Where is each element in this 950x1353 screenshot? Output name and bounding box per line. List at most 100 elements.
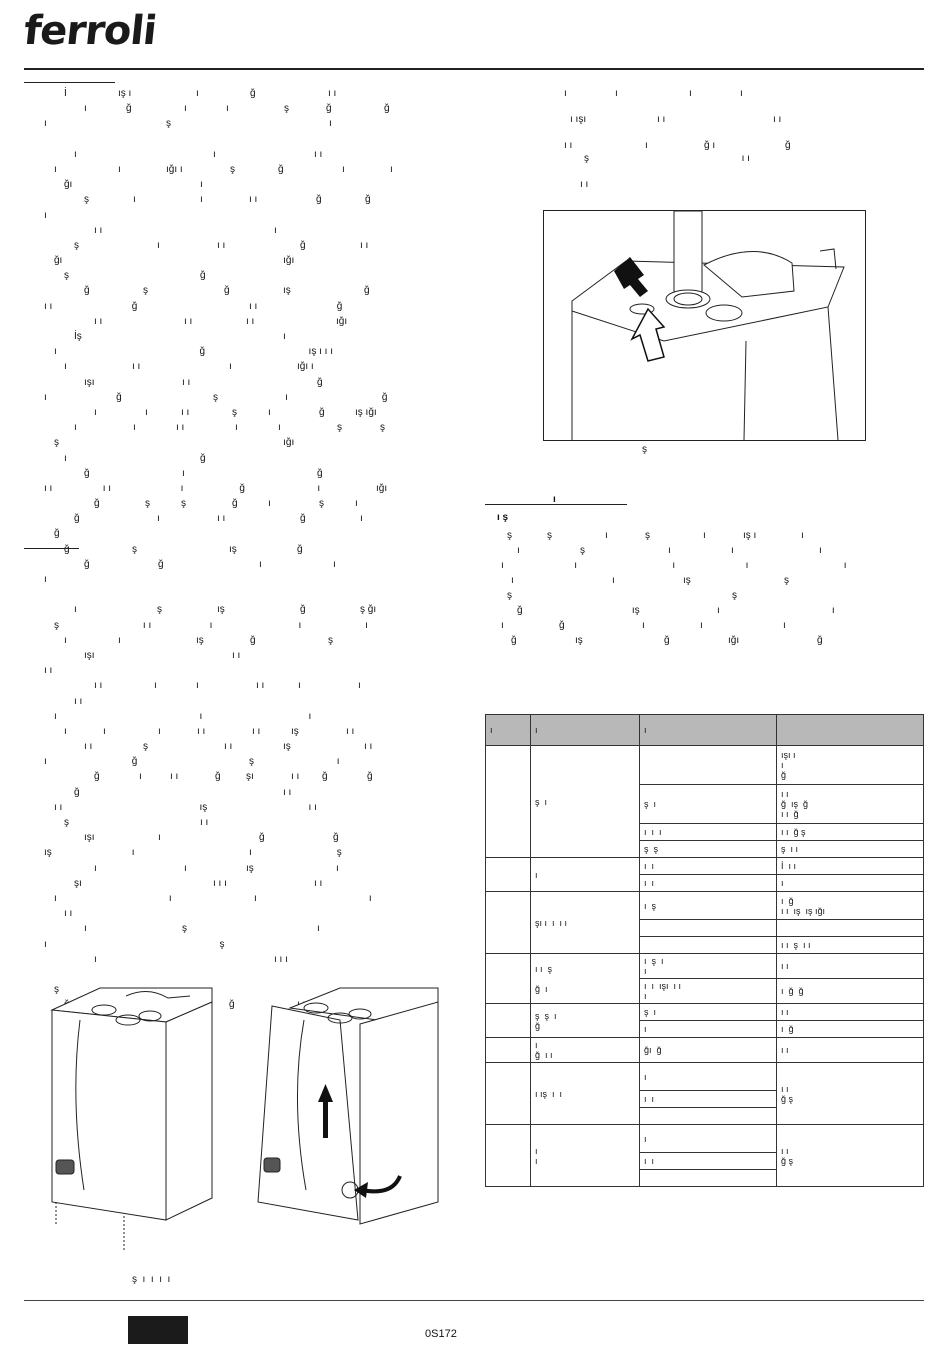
text-line	[560, 127, 860, 140]
fault-cause-cell: ı ı	[639, 1152, 777, 1170]
text-fragment: ışı	[84, 376, 95, 388]
text-fragment: ı	[44, 391, 47, 403]
text-fragment: ı	[336, 862, 339, 874]
text-fragment: ğ	[224, 285, 230, 297]
fault-cause-cell: ı ı	[639, 1090, 777, 1108]
text-fragment: ğ	[664, 635, 670, 646]
fault-code-cell	[485, 1124, 531, 1187]
text-fragment: ı	[44, 938, 47, 950]
fault-remedy-cell: ı	[776, 874, 924, 892]
text-fragment: ı ışı	[570, 114, 587, 125]
text-fragment: ğ	[319, 406, 325, 418]
text-fragment: ı	[133, 422, 136, 434]
text-fragment: ş	[784, 575, 789, 586]
fault-cause-cell: ı ş	[639, 891, 777, 920]
text-fragment: ı ı	[314, 877, 323, 889]
text-fragment: ış	[631, 605, 640, 616]
text-fragment: ı	[285, 391, 288, 403]
text-fragment: ı ı	[217, 239, 226, 251]
text-fragment: ğ	[785, 140, 791, 151]
text-fragment: ış ı	[743, 530, 757, 541]
text-fragment: ı	[259, 558, 262, 570]
text-fragment: ış	[291, 725, 299, 737]
text-fragment: ğ	[300, 513, 306, 525]
text-fragment: İ	[64, 88, 67, 99]
fault-description-cell: ş ş ı ğ	[530, 1003, 640, 1038]
text-fragment: ğ	[158, 558, 164, 570]
text-fragment: ğ	[200, 270, 206, 282]
text-fragment: ı	[158, 832, 161, 844]
text-fragment: ş	[584, 153, 589, 164]
text-fragment	[570, 166, 773, 179]
text-fragment: ş	[212, 391, 218, 403]
text-fragment: ı	[44, 756, 47, 768]
text-fragment: ğ	[259, 832, 265, 844]
ferroli-logo: ferroli	[21, 8, 159, 54]
fault-cause-cell	[639, 919, 777, 937]
fault-cause-cell: ı ı ı	[639, 823, 777, 841]
text-fragment: ı	[64, 725, 67, 737]
text-fragment	[94, 589, 454, 604]
text-fragment: ı ı	[44, 300, 53, 312]
fault-code-cell	[485, 857, 531, 892]
text-fragment: ı	[843, 560, 847, 571]
text-fragment: ı ı	[364, 741, 373, 753]
text-fragment: ğ	[239, 482, 245, 494]
text-fragment: ı	[358, 680, 361, 692]
text-line: ı	[24, 210, 454, 225]
fault-cause-cell: ı ı	[639, 857, 777, 875]
text-fragment: ı	[336, 756, 340, 768]
text-fragment: ı	[564, 88, 567, 99]
text-fragment: ı	[196, 88, 199, 99]
fault-remedy-cell: ı ı ğ ş	[776, 823, 924, 841]
fault-cause-cell: ı	[639, 1062, 777, 1091]
text-line: ı	[24, 574, 454, 589]
text-fragment: ı ı	[346, 725, 355, 737]
text-fragment: ş	[64, 270, 69, 282]
text-fragment: ğ	[74, 786, 80, 798]
text-fragment: ı ı	[94, 315, 103, 327]
text-fragment: ığı ı	[297, 361, 314, 373]
text-fragment: ğ	[94, 771, 100, 783]
text-fragment: ışı	[84, 832, 95, 844]
text-fragment: ış	[217, 604, 225, 616]
text-fragment: ı	[298, 680, 301, 692]
text-fragment: ış	[683, 575, 691, 586]
text-fragment: ş	[74, 239, 79, 251]
text-fragment: ı ı	[773, 114, 782, 125]
text-fragment: ş	[143, 285, 148, 297]
text-fragment: ı	[668, 545, 671, 556]
text-fragment: ı	[268, 406, 271, 418]
text-fragment: ı ı	[54, 801, 63, 813]
text-fragment: ı	[213, 148, 216, 160]
text-fragment: ı	[317, 482, 321, 494]
text-fragment: ı	[157, 513, 160, 525]
text-fragment: ı	[740, 88, 743, 99]
text-fragment: ğ	[215, 771, 221, 783]
text-fragment: ı	[254, 892, 257, 904]
fault-cause-cell: ğı ğ	[639, 1037, 777, 1063]
text-fragment: İş	[74, 331, 82, 342]
text-fragment: ığı	[283, 437, 295, 449]
text-fragment: ı	[274, 224, 277, 236]
text-fragment: ı	[44, 118, 47, 130]
col-header-cause: ı	[639, 714, 777, 746]
text-fragment: ı	[154, 680, 157, 692]
text-line: ş	[24, 984, 454, 999]
text-fragment: ş	[232, 406, 237, 418]
text-fragment: ı ı	[232, 649, 241, 661]
text-fragment: ğ	[126, 103, 132, 115]
text-fragment: ı	[54, 892, 57, 904]
text-fragment: ı	[64, 634, 67, 646]
